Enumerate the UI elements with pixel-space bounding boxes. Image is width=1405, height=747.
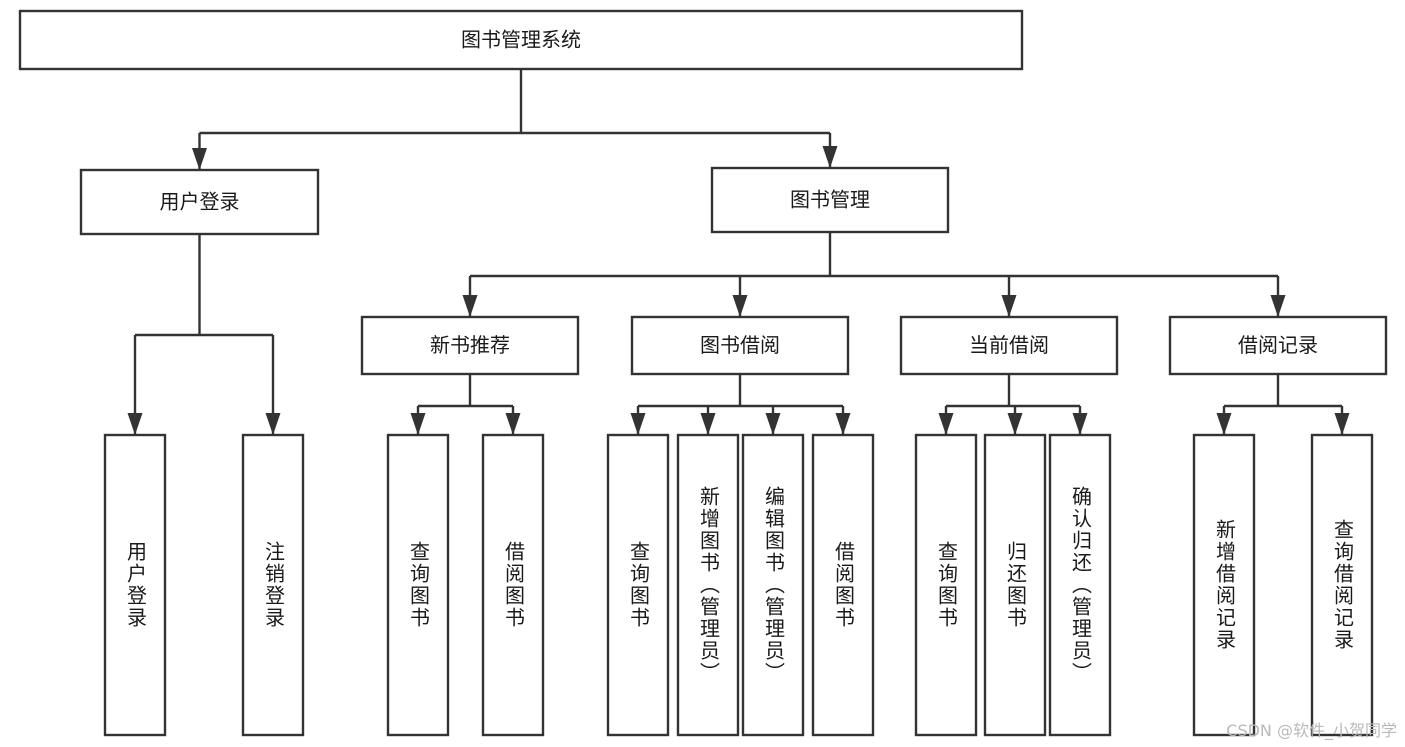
arrow-head-icon: [732, 295, 748, 317]
edges-layer: [127, 69, 1350, 435]
level2-node[interactable]: [630, 315, 850, 376]
leaf-node[interactable]: [983, 433, 1047, 737]
level2-node[interactable]: [1168, 315, 1388, 376]
leaf-node[interactable]: [1192, 433, 1256, 737]
leaf-node[interactable]: [386, 433, 450, 737]
arrow-head-icon: [1270, 295, 1286, 317]
arrow-head-icon: [505, 413, 521, 435]
leaf-node[interactable]: [811, 433, 875, 737]
leaf-node[interactable]: [103, 433, 167, 737]
arrow-head-icon: [765, 413, 781, 435]
node-label: 图书管理: [790, 188, 870, 212]
arrow-head-icon: [1001, 295, 1017, 317]
leaf-node[interactable]: [606, 433, 670, 737]
arrow-head-icon: [462, 295, 478, 317]
node-label: 图书管理系统: [461, 28, 581, 52]
arrow-head-icon: [127, 413, 143, 435]
node-label: 新书推荐: [430, 333, 510, 357]
leaf-node[interactable]: [241, 433, 305, 737]
arrow-head-icon: [1334, 413, 1350, 435]
node-label: 用户登录: [160, 190, 240, 214]
level1-node[interactable]: [79, 168, 320, 236]
leaf-node[interactable]: [914, 433, 978, 737]
leaf-node[interactable]: [741, 433, 805, 737]
node-label: 图书借阅: [700, 333, 780, 357]
leaf-node[interactable]: [1048, 433, 1112, 737]
arrow-head-icon: [835, 413, 851, 435]
arrow-head-icon: [1216, 413, 1232, 435]
level1-node[interactable]: [710, 166, 950, 234]
arrow-head-icon: [938, 413, 954, 435]
arrow-head-icon: [265, 413, 281, 435]
arrow-head-icon: [1007, 413, 1023, 435]
arrow-head-icon: [410, 413, 426, 435]
level2-node[interactable]: [360, 315, 580, 376]
arrow-head-icon: [1072, 413, 1088, 435]
leaf-node[interactable]: [676, 433, 740, 737]
arrow-head-icon: [192, 148, 207, 170]
node-label: 借阅记录: [1238, 333, 1318, 357]
level2-node[interactable]: [899, 315, 1119, 376]
root-node[interactable]: [18, 9, 1024, 71]
node-label: 当前借阅: [969, 333, 1049, 357]
leaf-node[interactable]: [1310, 433, 1374, 737]
arrow-head-icon: [822, 146, 838, 168]
arrow-head-icon: [630, 413, 646, 435]
leaf-node[interactable]: [481, 433, 545, 737]
arrow-head-icon: [700, 413, 716, 435]
